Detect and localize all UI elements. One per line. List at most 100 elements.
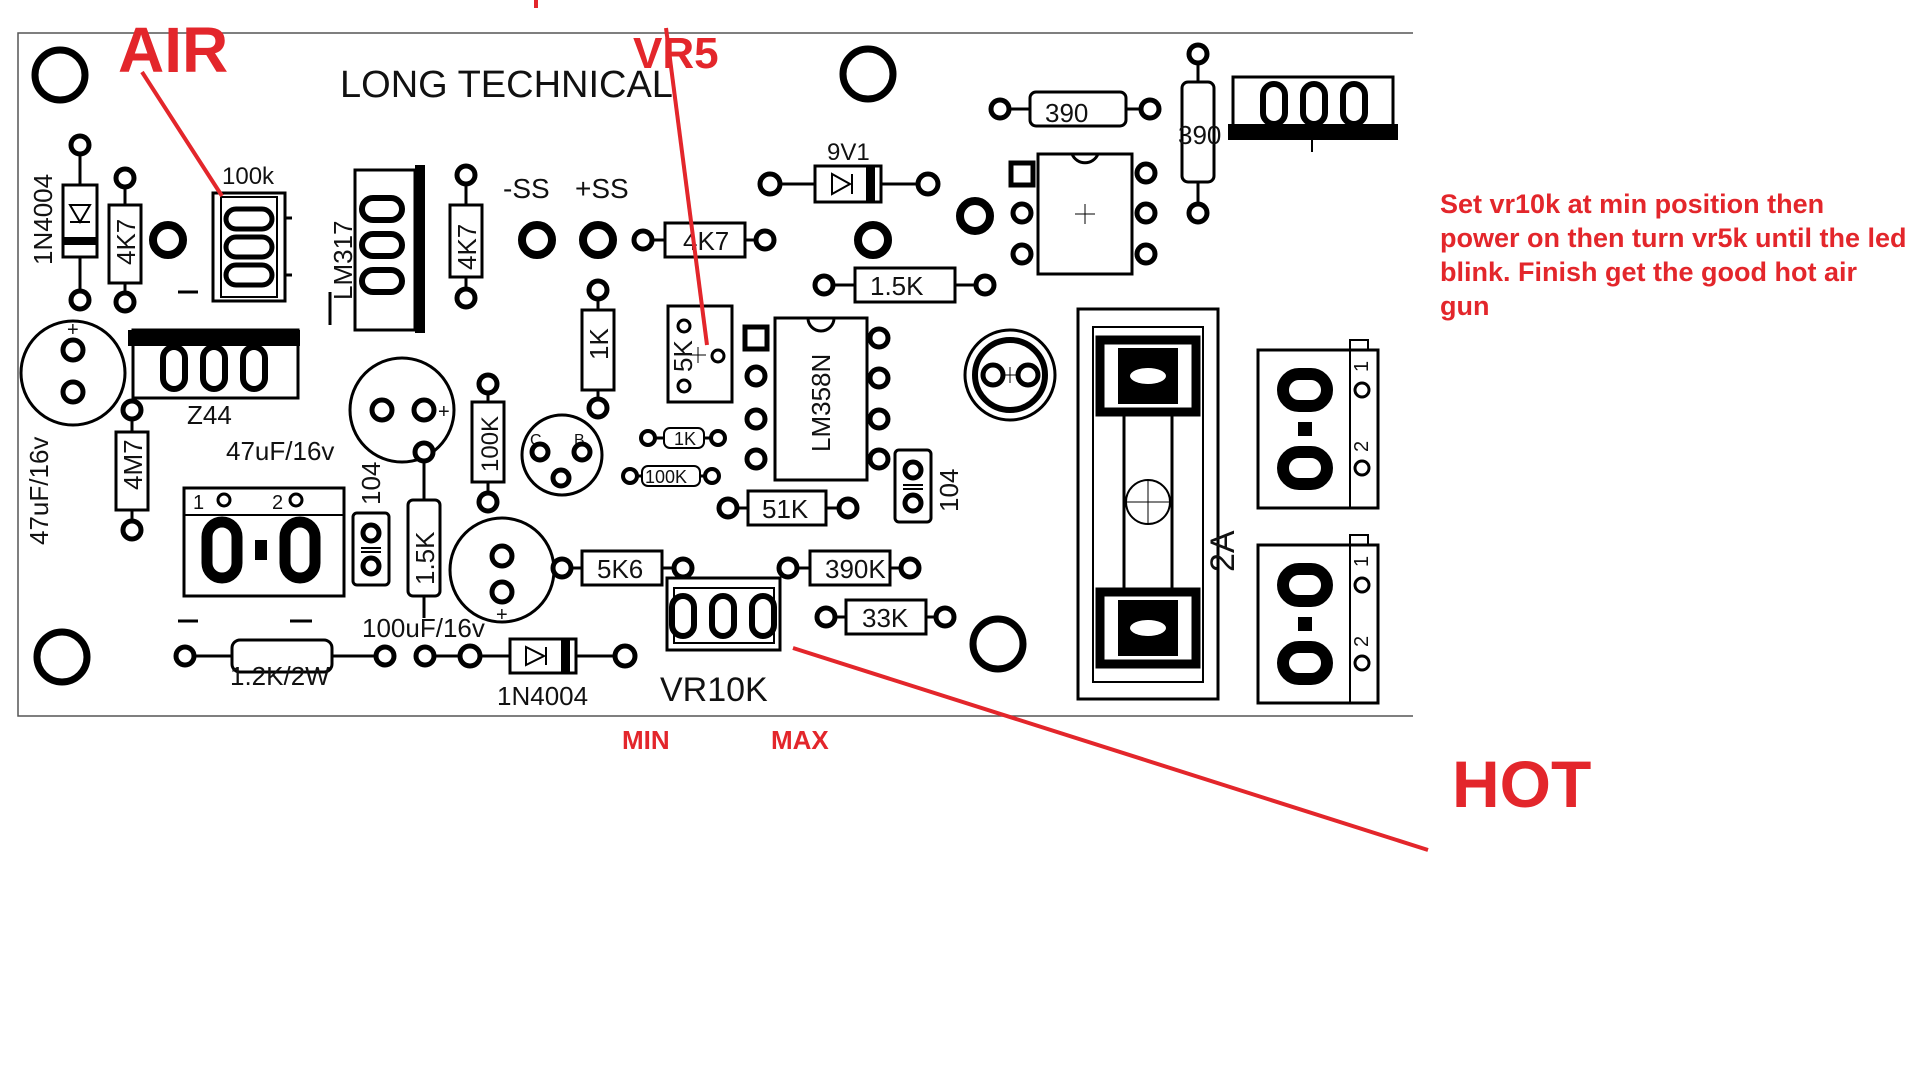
resistor-label: 4M7: [118, 439, 148, 490]
pad: [854, 221, 892, 259]
resistor-label: 390: [1045, 98, 1088, 128]
mounting-hole: [839, 45, 897, 103]
resistor-label: 1.5K: [870, 271, 924, 301]
resistor-label: 1K: [584, 328, 614, 360]
svg-text:+: +: [67, 319, 79, 341]
pad: [518, 221, 556, 259]
resistor-label: 1.5K: [410, 531, 440, 585]
resistor-label: 390: [1178, 120, 1221, 150]
instruction-note: Set vr10k at min position then power on …: [1440, 189, 1907, 321]
resistor-390k: 390K: [776, 549, 922, 587]
mounting-holes: [31, 45, 1027, 686]
capacitor-label: 47uF/16v: [226, 436, 334, 466]
pad: [149, 221, 187, 259]
resistor-390-b: 390: [1178, 42, 1221, 225]
resistor-4k7-b: 4K7: [448, 163, 484, 310]
resistor-label: 100K: [477, 416, 504, 472]
pad-label: C: [530, 432, 542, 449]
resistor-4k7-a: 4K7: [107, 166, 143, 314]
resistor-label: 100K: [645, 467, 687, 487]
terminal-label: 2: [1351, 441, 1373, 452]
diode-1n4004-b: 1N4004: [413, 637, 638, 711]
capacitor-label: 104: [934, 469, 964, 512]
vr5-arrow: [664, 27, 709, 346]
pot-100k: 100k: [178, 163, 292, 303]
capacitor-label: 100uF/16v: [362, 613, 485, 643]
ic-lm358n: LM358N: [742, 316, 891, 482]
mounting-hole: [31, 46, 89, 104]
resistor-label: 4K7: [683, 226, 729, 256]
zener-label: 9V1: [827, 139, 870, 166]
pad-label: B: [574, 432, 585, 449]
capacitor-104-a: 104: [893, 448, 964, 524]
mosfet-label: Z44: [187, 400, 232, 430]
regulator-label: LM317: [328, 221, 358, 301]
resistor-label: 4K7: [111, 219, 141, 265]
minus-ss-label: -SS: [503, 173, 550, 204]
connector-3pin: [1228, 75, 1398, 152]
terminal-block-2: 1 2: [1256, 534, 1380, 705]
resistor-100k-small: 100K: [621, 465, 721, 487]
regulator-lm317: LM317: [328, 165, 425, 333]
resistor-label: 390K: [825, 554, 886, 584]
pot-5k: 5K: [666, 304, 734, 404]
board-outline: [17, 32, 1413, 717]
resistor-1k: 1K: [580, 278, 616, 420]
air-label: AIR: [118, 14, 228, 86]
resistor-390-a: 390: [988, 90, 1162, 128]
pot-label: VR10K: [660, 671, 768, 709]
resistor-4m7: 4M7: [114, 398, 150, 542]
terminal-label: 1: [1351, 361, 1373, 372]
hot-arrow: [792, 646, 1429, 852]
resistor-label: 1K: [674, 429, 696, 449]
diode-1n4004-a: 1N4004: [28, 133, 99, 312]
terminal-label: 2: [272, 492, 283, 514]
capacitor-47uf-a: + 47uF/16v: [19, 319, 127, 545]
zener-9v1: 9V1: [757, 139, 941, 204]
resistor-1k5-b: 1.5K: [406, 440, 442, 618]
transistor: C B: [520, 413, 604, 497]
fuse-holder: 2A: [1076, 307, 1242, 701]
pad: [579, 221, 617, 259]
vr5-label: VR5: [633, 29, 719, 78]
resistor-label: 33K: [862, 603, 909, 633]
board-title: LONG TECHNICAL: [340, 64, 673, 106]
pot-label: 5K: [668, 340, 698, 372]
terminal-label: 1: [1351, 556, 1373, 567]
capacitor-label: 47uF/16v: [24, 437, 54, 545]
resistor-100k-b: 100K: [470, 372, 506, 514]
resistor-label: 4K7: [452, 224, 482, 270]
resistor-1k2-2w: 1.2K/2W: [173, 638, 397, 691]
led: [963, 328, 1057, 422]
resistor-1k-small: 1K: [639, 427, 727, 449]
air-arrow: [140, 70, 224, 198]
svg-text:+: +: [438, 401, 450, 423]
resistor-33k: 33K: [814, 598, 957, 636]
resistor-51k: 51K: [716, 489, 860, 527]
hot-label: HOT: [1452, 747, 1591, 821]
max-label: MAX: [771, 725, 829, 755]
pad: [956, 197, 994, 235]
svg-text:+: +: [496, 604, 508, 626]
capacitor-label: 104: [356, 462, 386, 505]
capacitor-100uf: + 100uF/16v: [362, 516, 556, 643]
diode-label: 1N4004: [497, 681, 588, 711]
resistor-label: 51K: [762, 494, 809, 524]
mosfet-z44: Z44: [128, 328, 300, 430]
resistor-label: 1.2K/2W: [230, 661, 330, 691]
resistor-label: 5K6: [597, 554, 643, 584]
fuse-label: 2A: [1204, 530, 1242, 572]
terminal-block-1: 1 2: [1256, 339, 1380, 510]
mounting-hole: [33, 628, 91, 686]
plus-ss-label: +SS: [575, 173, 629, 204]
resistor-4k7-c: 4K7: [631, 221, 777, 259]
capacitor-104-b: 104: [351, 462, 391, 587]
min-label: MIN: [622, 725, 670, 755]
terminal-label: 2: [1351, 636, 1373, 647]
pot-label: 100k: [222, 163, 275, 190]
terminal-label: 1: [193, 492, 204, 514]
pot-vr10k: VR10K: [660, 576, 782, 709]
terminal-block-left: 1 2: [178, 486, 346, 623]
ic-label: LM358N: [806, 354, 836, 452]
